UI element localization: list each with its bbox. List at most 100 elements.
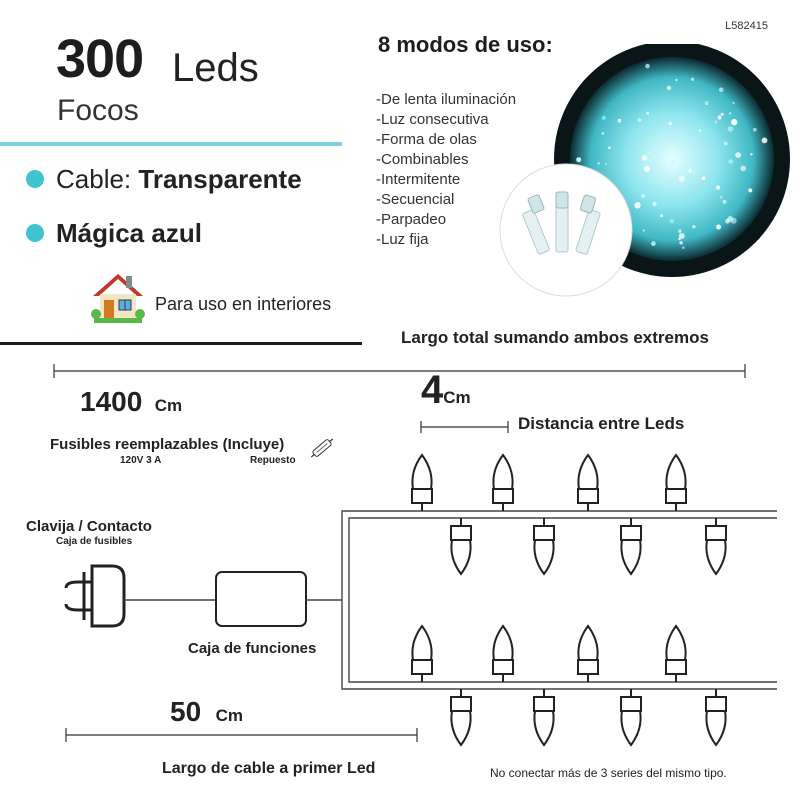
led-sparkle: [641, 194, 645, 198]
led-sparkle: [660, 214, 664, 218]
total-length-label: Largo total sumando ambos extremos: [401, 328, 709, 347]
bullet-dot-icon: [26, 224, 44, 242]
led-sparkle: [646, 111, 649, 115]
led-bulb-icon: [450, 689, 472, 747]
lead-length: 50 Cm: [170, 696, 243, 728]
led-bulb-icon: [665, 453, 687, 511]
led-sparkle: [732, 101, 735, 104]
led-sparkle: [637, 118, 642, 122]
lead-length-label: Largo de cable a primer Led: [162, 760, 376, 777]
led-sparkle: [648, 158, 652, 162]
mode-item: -Secuencial: [376, 191, 455, 208]
plug-sublabel: Caja de fusibles: [56, 536, 133, 547]
led-sparkle: [666, 85, 672, 91]
led-sparkle: [701, 176, 706, 180]
led-sparkle: [656, 152, 660, 156]
led-count-unit: Leds: [172, 46, 259, 90]
bulb-closeup-icon: [522, 191, 601, 255]
led-sparkle: [634, 202, 641, 209]
total-length-unit: Cm: [154, 396, 183, 415]
led-sparkle: [641, 155, 648, 161]
led-sparkle: [678, 175, 685, 182]
led-sparkle: [648, 151, 653, 156]
accent-divider: [0, 142, 342, 146]
spacing-value: 4: [421, 368, 444, 412]
led-bulb-icon: [577, 624, 599, 682]
spacing-unit: Cm: [443, 388, 471, 407]
product-photo: [499, 44, 790, 297]
led-sparkle: [681, 246, 685, 250]
led-sparkle: [675, 78, 678, 82]
spacing-label: Distancia entre Leds: [518, 414, 685, 433]
led-bulb-icon: [577, 453, 599, 511]
led-sparkle: [668, 121, 672, 126]
fuses-spare: Repuesto: [250, 455, 296, 466]
spacing: 4Cm: [421, 368, 471, 413]
led-bulb-icon: [705, 518, 727, 576]
led-bulb-icon: [620, 689, 642, 747]
led-sparkle: [699, 129, 702, 132]
led-bulb-icon: [620, 518, 642, 576]
led-sparkle: [722, 200, 727, 204]
warning-note: No conectar más de 3 series del mismo ti…: [490, 766, 727, 780]
led-sparkle: [731, 118, 738, 126]
bullet-dot-icon: [26, 170, 44, 188]
led-sparkle: [728, 112, 732, 115]
led-bulb-icon: [665, 624, 687, 682]
plug-label: Clavija / Contacto: [26, 518, 152, 535]
house-icon: [91, 274, 145, 323]
led-sparkle: [748, 188, 753, 193]
led-sparkle: [645, 63, 650, 69]
led-bulb-icon: [411, 453, 433, 511]
fuses-rating: 120V 3 A: [120, 455, 162, 466]
control-box-label: Caja de funciones: [188, 640, 317, 657]
led-sparkle: [692, 225, 696, 229]
led-bulb-icon: [411, 624, 433, 682]
led-sparkle: [643, 165, 651, 172]
led-sparkle: [652, 201, 657, 207]
led-sparkle: [728, 159, 733, 164]
total-length: 1400 Cm: [80, 386, 182, 418]
led-sparkle: [671, 159, 676, 164]
mode-item: -Luz fija: [376, 231, 429, 248]
led-bulbs: [411, 453, 727, 747]
led-sparkle: [714, 120, 718, 124]
product-subtitle: Focos: [57, 94, 139, 127]
led-sparkle: [740, 165, 746, 172]
color-feature: Mágica azul: [56, 218, 202, 248]
indoor-label: Para uso en interiores: [155, 294, 332, 314]
control-box-icon: [215, 571, 307, 627]
led-sparkle: [679, 241, 683, 245]
led-sparkle: [597, 162, 600, 165]
product-code: L582415: [725, 20, 768, 32]
mode-item: -Parpadeo: [376, 211, 447, 228]
led-sparkle: [604, 163, 607, 166]
modes-title: 8 modos de uso:: [378, 32, 553, 57]
led-sparkle: [752, 127, 757, 132]
led-sparkle: [601, 115, 606, 120]
led-sparkle: [704, 101, 709, 106]
led-bulb-icon: [705, 689, 727, 747]
led-bulb-icon: [533, 518, 555, 576]
led-bulb-icon: [450, 518, 472, 576]
led-sparkle: [688, 168, 692, 173]
led-sparkle: [651, 241, 656, 247]
mode-item: -Intermitente: [376, 171, 461, 188]
lead-length-unit: Cm: [215, 706, 244, 725]
led-sparkle: [716, 224, 722, 230]
mode-item: -Forma de olas: [376, 131, 477, 148]
total-length-value: 1400: [80, 386, 143, 417]
led-sparkle: [691, 77, 695, 81]
modes-list: -De lenta iluminación -Luz consecutiva -…: [376, 90, 516, 250]
mode-item: -Combinables: [376, 151, 469, 168]
mode-item: -Luz consecutiva: [376, 111, 489, 128]
led-sparkle: [725, 218, 730, 224]
led-sparkle: [716, 185, 720, 190]
led-sparkle: [717, 115, 722, 120]
led-count: 300: [56, 29, 144, 89]
led-sparkle: [723, 141, 728, 146]
led-sparkle: [727, 126, 734, 132]
cable-label: Cable:: [56, 164, 132, 194]
